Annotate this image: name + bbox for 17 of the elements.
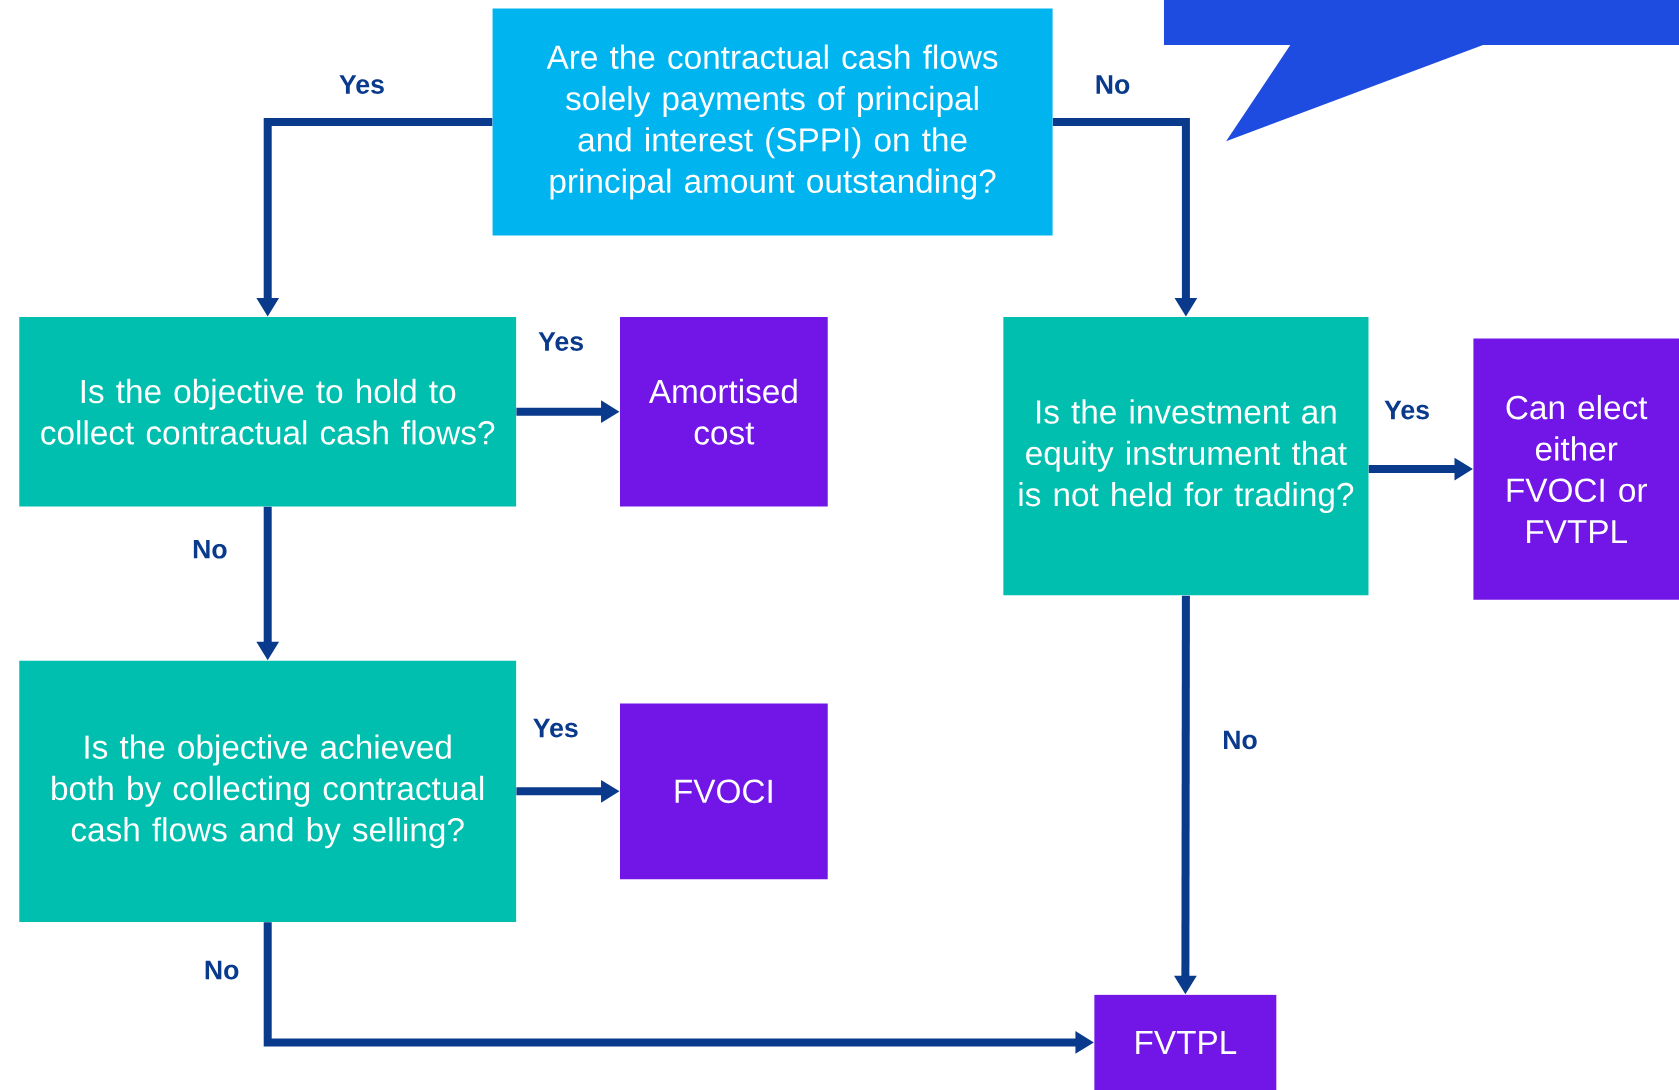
result-box: Amortised cost bbox=[620, 316, 828, 507]
result-box: FVTPL bbox=[1094, 994, 1277, 1090]
edge-label: Yes bbox=[538, 332, 583, 351]
decision-box: Is the investment an equity instrument that is not held for trading? bbox=[1003, 316, 1369, 596]
edge-label: Yes bbox=[339, 75, 384, 94]
edge-label: No bbox=[1224, 730, 1257, 750]
speech-bubble bbox=[1163, 0, 1679, 142]
decision-box: Is the objective achieved both by collecting contractual cash flows and by selling? bbox=[19, 660, 517, 922]
result-box: FVOCI bbox=[620, 703, 828, 880]
decision-box: Are the contractual cash flows solely payments of principal and interest (SPPI) on the principal amount outstanding? bbox=[492, 8, 1053, 236]
decision-box: Is the objective to hold to collect contractual cash flows? bbox=[19, 316, 517, 507]
edge-label: No bbox=[193, 540, 227, 559]
edge-label: Yes bbox=[533, 718, 578, 738]
result-box: Can elect either FVOCI or FVTPL bbox=[1473, 338, 1679, 600]
edge-label: No bbox=[1096, 75, 1130, 94]
edge-label: Yes bbox=[1384, 400, 1429, 420]
edge-label: No bbox=[205, 960, 239, 980]
